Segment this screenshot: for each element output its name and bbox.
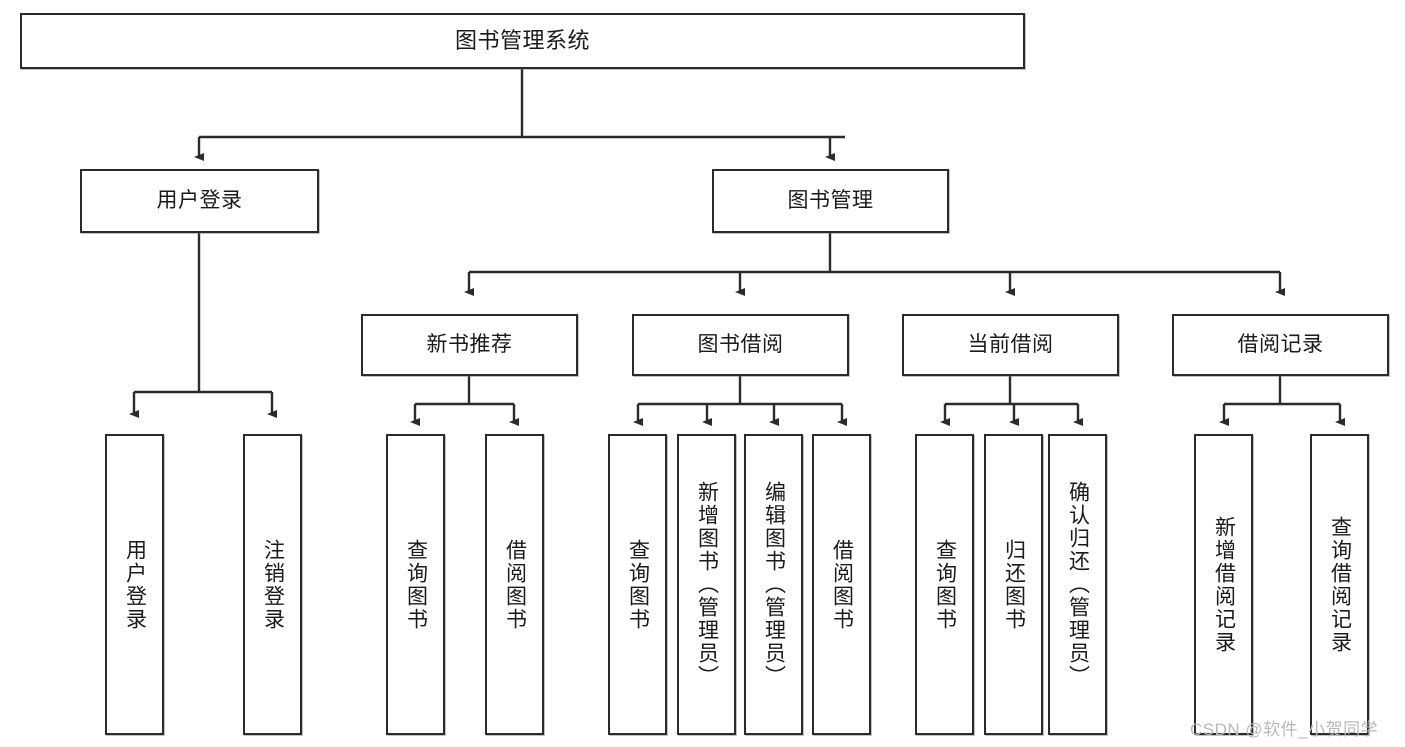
- leaf-current-return-book[interactable]: 归还图书: [984, 434, 1043, 735]
- leaf-recommend-borrow-book-label: 借阅图书: [503, 538, 527, 631]
- node-root-label: 图书管理系统: [454, 27, 590, 53]
- leaf-records-add-record[interactable]: 新增借阅记录: [1194, 434, 1253, 735]
- node-user-login[interactable]: 用户登录: [80, 169, 319, 233]
- node-root[interactable]: 图书管理系统: [20, 13, 1025, 69]
- leaf-user-login-logout-label: 注销登录: [261, 538, 285, 631]
- node-user-login-label: 用户登录: [156, 188, 243, 212]
- leaf-recommend-query-book[interactable]: 查询图书: [386, 434, 445, 735]
- leaf-user-login-login-label: 用户登录: [123, 538, 147, 631]
- node-new-book-recommend[interactable]: 新书推荐: [361, 314, 578, 376]
- leaf-recommend-borrow-book[interactable]: 借阅图书: [485, 434, 544, 735]
- leaf-records-query-record[interactable]: 查询借阅记录: [1310, 434, 1369, 735]
- leaf-recommend-query-book-label: 查询图书: [404, 538, 428, 631]
- node-current-borrow-label: 当前借阅: [967, 332, 1054, 356]
- leaf-current-query-book-label: 查询图书: [933, 538, 957, 631]
- leaf-records-query-record-label: 查询借阅记录: [1328, 515, 1352, 654]
- leaf-borrow-query-book-label: 查询图书: [626, 538, 650, 631]
- node-book-borrow[interactable]: 图书借阅: [632, 314, 849, 376]
- leaf-borrow-add-book-label: 新增图书（管理员）: [695, 481, 719, 688]
- leaf-borrow-add-book[interactable]: 新增图书（管理员）: [677, 434, 736, 735]
- node-new-book-recommend-label: 新书推荐: [426, 332, 513, 356]
- node-book-management-label: 图书管理: [787, 188, 874, 212]
- leaf-current-confirm-return[interactable]: 确认归还（管理员）: [1048, 434, 1107, 735]
- leaf-borrow-borrow-book-label: 借阅图书: [830, 538, 854, 631]
- leaf-borrow-edit-book-label: 编辑图书（管理员）: [762, 481, 786, 688]
- watermark-text: CSDN @软件_小贺同学: [1190, 720, 1379, 739]
- leaf-current-confirm-return-label: 确认归还（管理员）: [1066, 481, 1090, 688]
- leaf-current-return-book-label: 归还图书: [1002, 538, 1026, 631]
- node-borrow-records[interactable]: 借阅记录: [1172, 314, 1389, 376]
- leaf-borrow-edit-book[interactable]: 编辑图书（管理员）: [744, 434, 803, 735]
- leaf-user-login-logout[interactable]: 注销登录: [243, 434, 302, 735]
- node-borrow-records-label: 借阅记录: [1237, 332, 1324, 356]
- leaf-borrow-query-book[interactable]: 查询图书: [608, 434, 667, 735]
- node-book-borrow-label: 图书借阅: [697, 332, 784, 356]
- leaf-records-add-record-label: 新增借阅记录: [1212, 515, 1236, 654]
- leaf-borrow-borrow-book[interactable]: 借阅图书: [812, 434, 871, 735]
- leaf-user-login-login[interactable]: 用户登录: [105, 434, 164, 735]
- leaf-current-query-book[interactable]: 查询图书: [915, 434, 974, 735]
- node-book-management[interactable]: 图书管理: [712, 169, 949, 233]
- node-current-borrow[interactable]: 当前借阅: [902, 314, 1119, 376]
